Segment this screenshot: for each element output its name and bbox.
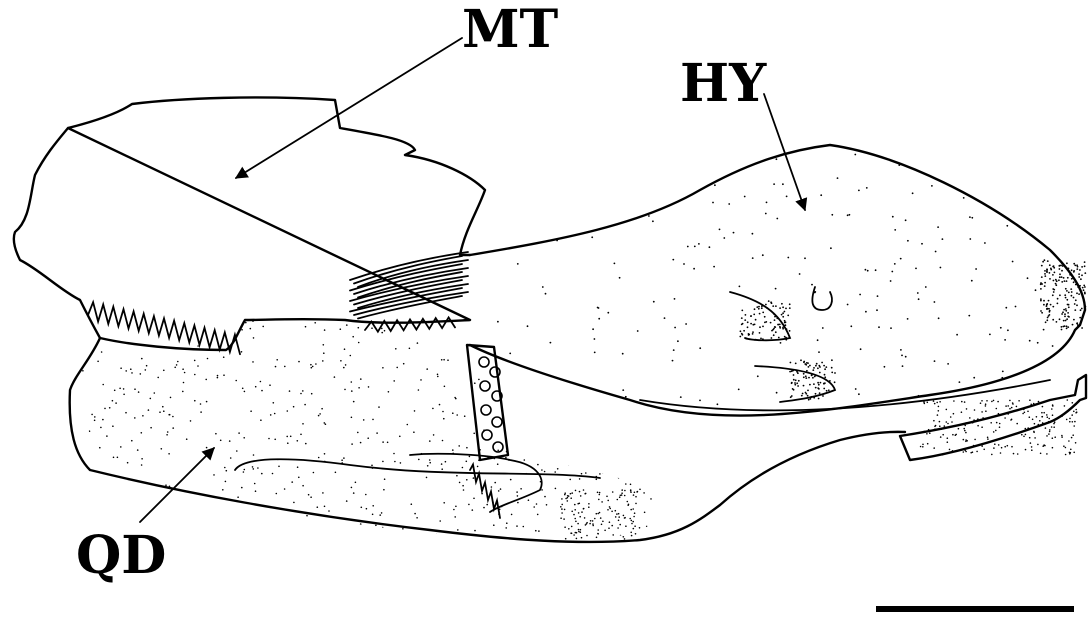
posterior-strut xyxy=(900,375,1086,460)
metapterygoid-outline xyxy=(14,97,485,350)
label-mt: MT xyxy=(462,4,558,56)
hatched-process xyxy=(350,252,468,319)
hyomandibula-notch xyxy=(812,287,832,310)
arrow-mt xyxy=(236,38,462,178)
label-qd: QD xyxy=(76,530,166,582)
quadrate-stipple xyxy=(69,319,701,545)
serrated-edge-middle xyxy=(365,317,455,331)
symplectic-pores xyxy=(479,357,503,452)
hyomandibula-stipple xyxy=(469,150,1084,430)
hyomandibula-outline xyxy=(470,145,1085,416)
quadrate-inner-line xyxy=(235,459,600,478)
label-hy: HY xyxy=(680,58,766,110)
dense-stipple-patches xyxy=(560,259,1086,539)
arrow-hy xyxy=(764,94,805,210)
